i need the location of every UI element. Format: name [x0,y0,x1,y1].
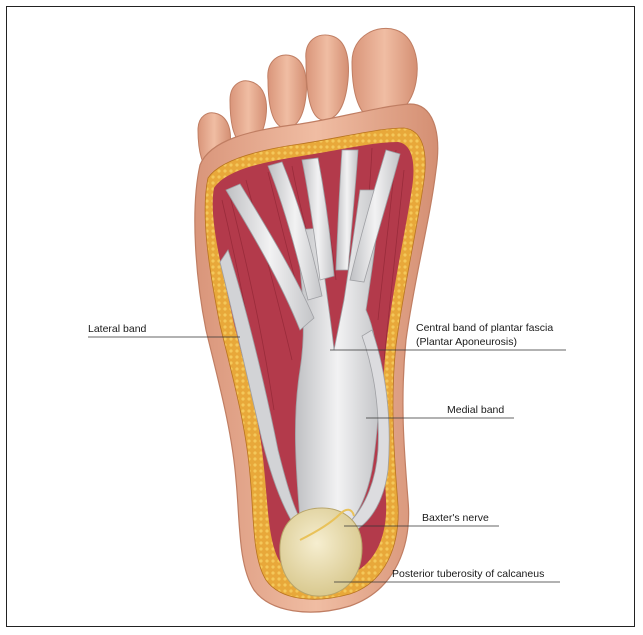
label-posterior-tuberosity: Posterior tuberosity of calcaneus [392,568,544,581]
label-lateral-band: Lateral band [88,323,146,336]
label-baxters-nerve: Baxter's nerve [422,512,489,525]
toe-third [268,55,307,128]
toe-second [306,35,349,120]
label-central-band-line1: Central band of plantar fascia [416,322,553,335]
label-medial-band: Medial band [447,404,504,417]
calcaneus [280,508,362,596]
label-central-band-line2: (Plantar Aponeurosis) [416,336,517,349]
